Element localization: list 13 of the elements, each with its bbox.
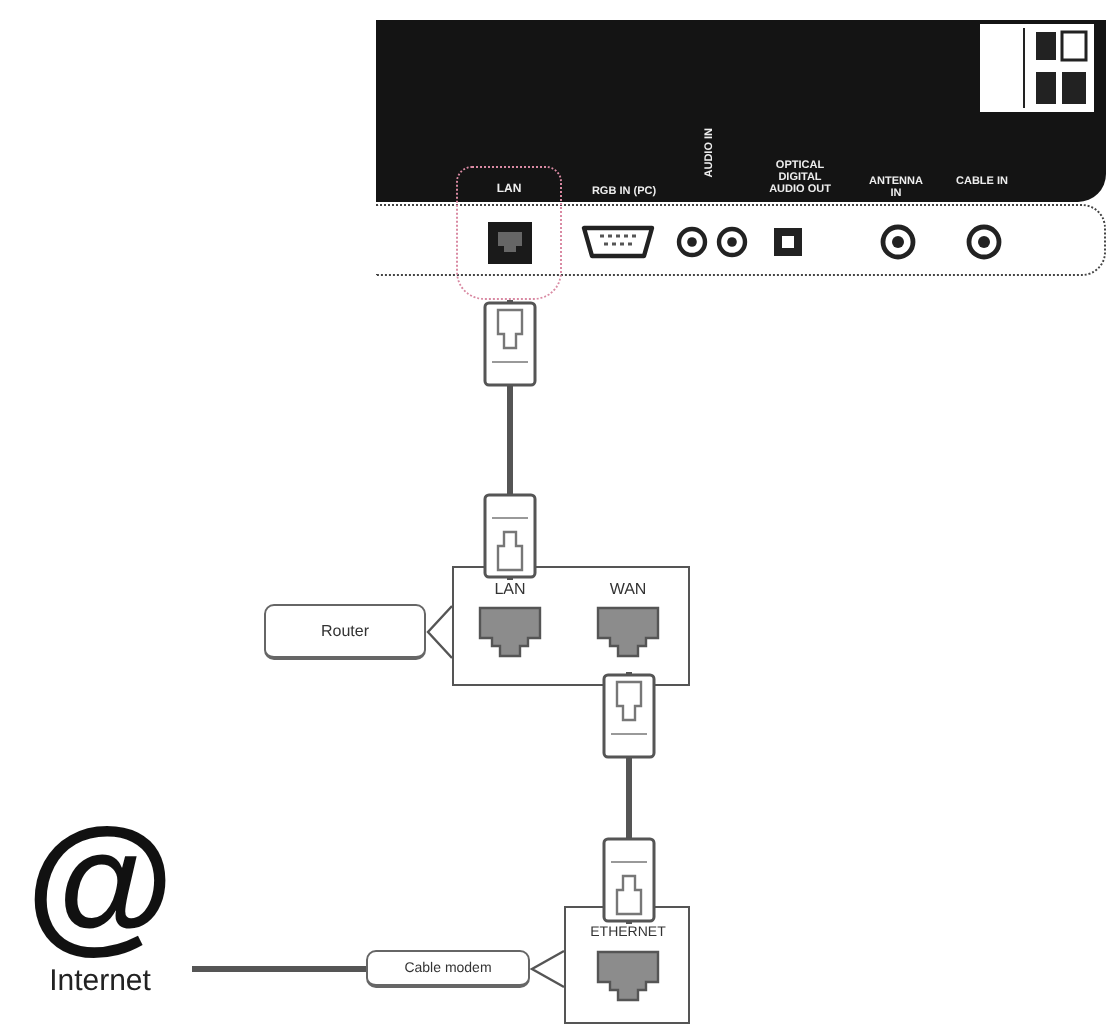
connection-line	[192, 966, 366, 972]
at-symbol: @	[25, 808, 175, 960]
port-highlight	[456, 166, 562, 300]
callout-pointer	[426, 605, 453, 659]
router-panel	[452, 566, 690, 686]
device-tag: Router	[264, 604, 426, 660]
modem-panel	[564, 906, 690, 1024]
port-label: WAN	[609, 580, 647, 598]
network-cable	[602, 672, 656, 924]
callout-pointer	[529, 949, 565, 989]
node-label: Internet	[49, 964, 151, 1000]
network-cable	[483, 300, 537, 580]
port-label: LAN	[494, 580, 526, 598]
